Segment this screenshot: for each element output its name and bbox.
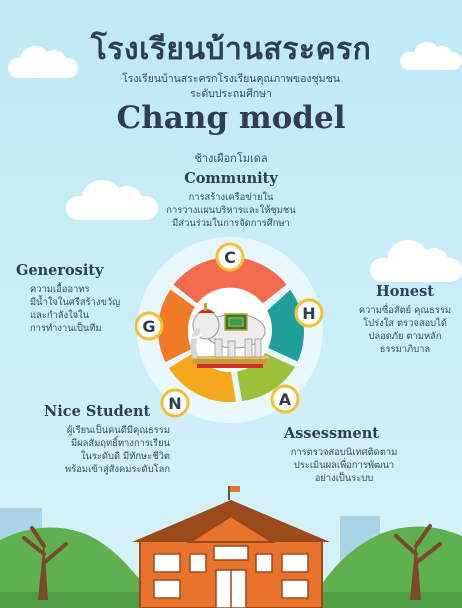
community-line: การสร้างเครือข่ายใน — [188, 192, 274, 203]
tree-icon — [394, 524, 442, 600]
honest-line: ความซื่อสัตย์ คุณธรรม — [358, 305, 452, 316]
badge-c: C — [215, 242, 245, 272]
honest-line: โปร่งใส ตรวจสอบได้ — [363, 318, 447, 329]
assessment-line: ประเมินผลเพื่อการพัฒนา — [293, 460, 395, 471]
school-scene — [0, 486, 462, 608]
nice-student-line: ในระดับดี มีทักษะชีวิต — [80, 451, 170, 462]
nice-student-line: พร้อมเข้าสู่สังคมระดับโลก — [65, 464, 170, 475]
school-building-icon — [132, 486, 330, 608]
model-subtitle: ช้างเผือกโมเดล — [194, 152, 268, 165]
community-line: การวางแผนบริหารและให้ชุมชน — [166, 205, 296, 216]
chang-wheel: C H A N G — [135, 237, 324, 423]
wheel-segment-c — [173, 257, 287, 304]
model-name: Chang model — [116, 100, 346, 136]
wheel-segment-g — [158, 289, 196, 362]
generosity-heading: Generosity — [16, 262, 104, 279]
generosity-description: ความเอื้ออาทร มีน้ำใจในศรีสร้างขวัญ และก… — [30, 283, 120, 335]
honest-line: ปลอดภัย ตามหลัก — [368, 331, 442, 342]
generosity-line: ความเอื้ออาทร — [30, 284, 90, 295]
assessment-description: การตรวจสอบนิเทศติดตาม ประเมินผลเพื่อการพ… — [278, 446, 410, 485]
school-title: โรงเรียนบ้านสระครก — [90, 32, 372, 67]
badge-c-letter: C — [224, 248, 236, 267]
nice-student-line: มีผลสัมฤทธิ์ทางการเรียน — [70, 438, 170, 449]
honest-description: ความซื่อสัตย์ คุณธรรม โปร่งใส ตรวจสอบได้… — [355, 304, 455, 356]
nice-student-heading: Nice Student — [44, 403, 151, 420]
cloud — [66, 180, 158, 220]
badge-n: N — [160, 388, 190, 418]
badge-a: A — [270, 384, 300, 414]
white-elephant-icon — [190, 303, 269, 368]
honest-line: ธรรมาภิบาล — [379, 344, 431, 355]
generosity-line: และกำลังใจใน — [30, 310, 90, 321]
badge-g-letter: G — [142, 317, 155, 336]
honest-heading: Honest — [376, 283, 434, 300]
community-description: การสร้างเครือข่ายใน การวางแผนบริหารและให… — [0, 191, 462, 230]
generosity-line: มีน้ำใจในศรีสร้างขวัญ — [30, 297, 121, 308]
cloud — [370, 240, 462, 282]
school-subtitle-line2: ระดับประถมศึกษา — [190, 88, 272, 100]
wheel-segment-h — [265, 289, 304, 362]
cloud — [400, 42, 462, 70]
cloud — [8, 46, 78, 78]
wheel-segment-a — [237, 353, 295, 401]
badge-a-letter: A — [279, 390, 292, 409]
school-subtitle-line1: โรงเรียนบ้านสระครกโรงเรียนคุณภาพของชุมชน — [122, 73, 340, 85]
badge-h-letter: H — [302, 304, 315, 323]
badge-h: H — [294, 298, 324, 328]
generosity-line: การทำงานเป็นทีม — [30, 323, 102, 334]
assessment-line: การตรวจสอบนิเทศติดตาม — [290, 447, 398, 458]
nice-student-line: ผู้เรียนเป็นคนดีมีคุณธรรม — [66, 425, 170, 436]
badge-n-letter: N — [168, 394, 181, 413]
assessment-heading: Assessment — [284, 425, 379, 442]
tree-icon — [22, 526, 68, 600]
nice-student-description: ผู้เรียนเป็นคนดีมีคุณธรรม มีผลสัมฤทธิ์ทา… — [48, 424, 170, 476]
assessment-line: อย่างเป็นระบบ — [314, 473, 374, 484]
badge-g: G — [135, 311, 164, 341]
grass-hill-right — [322, 526, 462, 608]
community-line: มีส่วนร่วมในการจัดการศึกษา — [172, 218, 290, 229]
community-heading: Community — [184, 170, 278, 187]
wheel-segment-n — [169, 352, 236, 403]
